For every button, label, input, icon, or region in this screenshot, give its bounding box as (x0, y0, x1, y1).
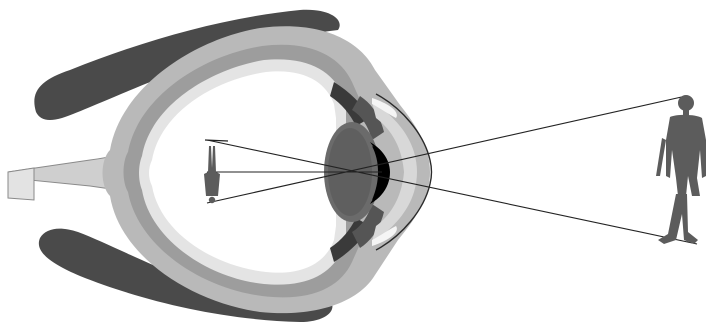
ray-bottom-to-top (206, 139, 698, 245)
person-figure (656, 95, 706, 244)
cornea-inner-highlight-lower (372, 226, 397, 246)
optic-nerve-sheath (7, 167, 35, 201)
iris-upper (352, 96, 384, 140)
ray-top-to-bottom (206, 95, 687, 204)
retina-image-bar-top (204, 139, 229, 142)
cornea (375, 93, 433, 251)
inverted-person-image (204, 146, 220, 204)
lower-muscle-band (38, 228, 333, 322)
iris-lower (352, 204, 384, 248)
pupil-fill (372, 146, 388, 200)
cornea-inner-highlight (372, 98, 397, 118)
anterior-chamber (372, 102, 417, 242)
